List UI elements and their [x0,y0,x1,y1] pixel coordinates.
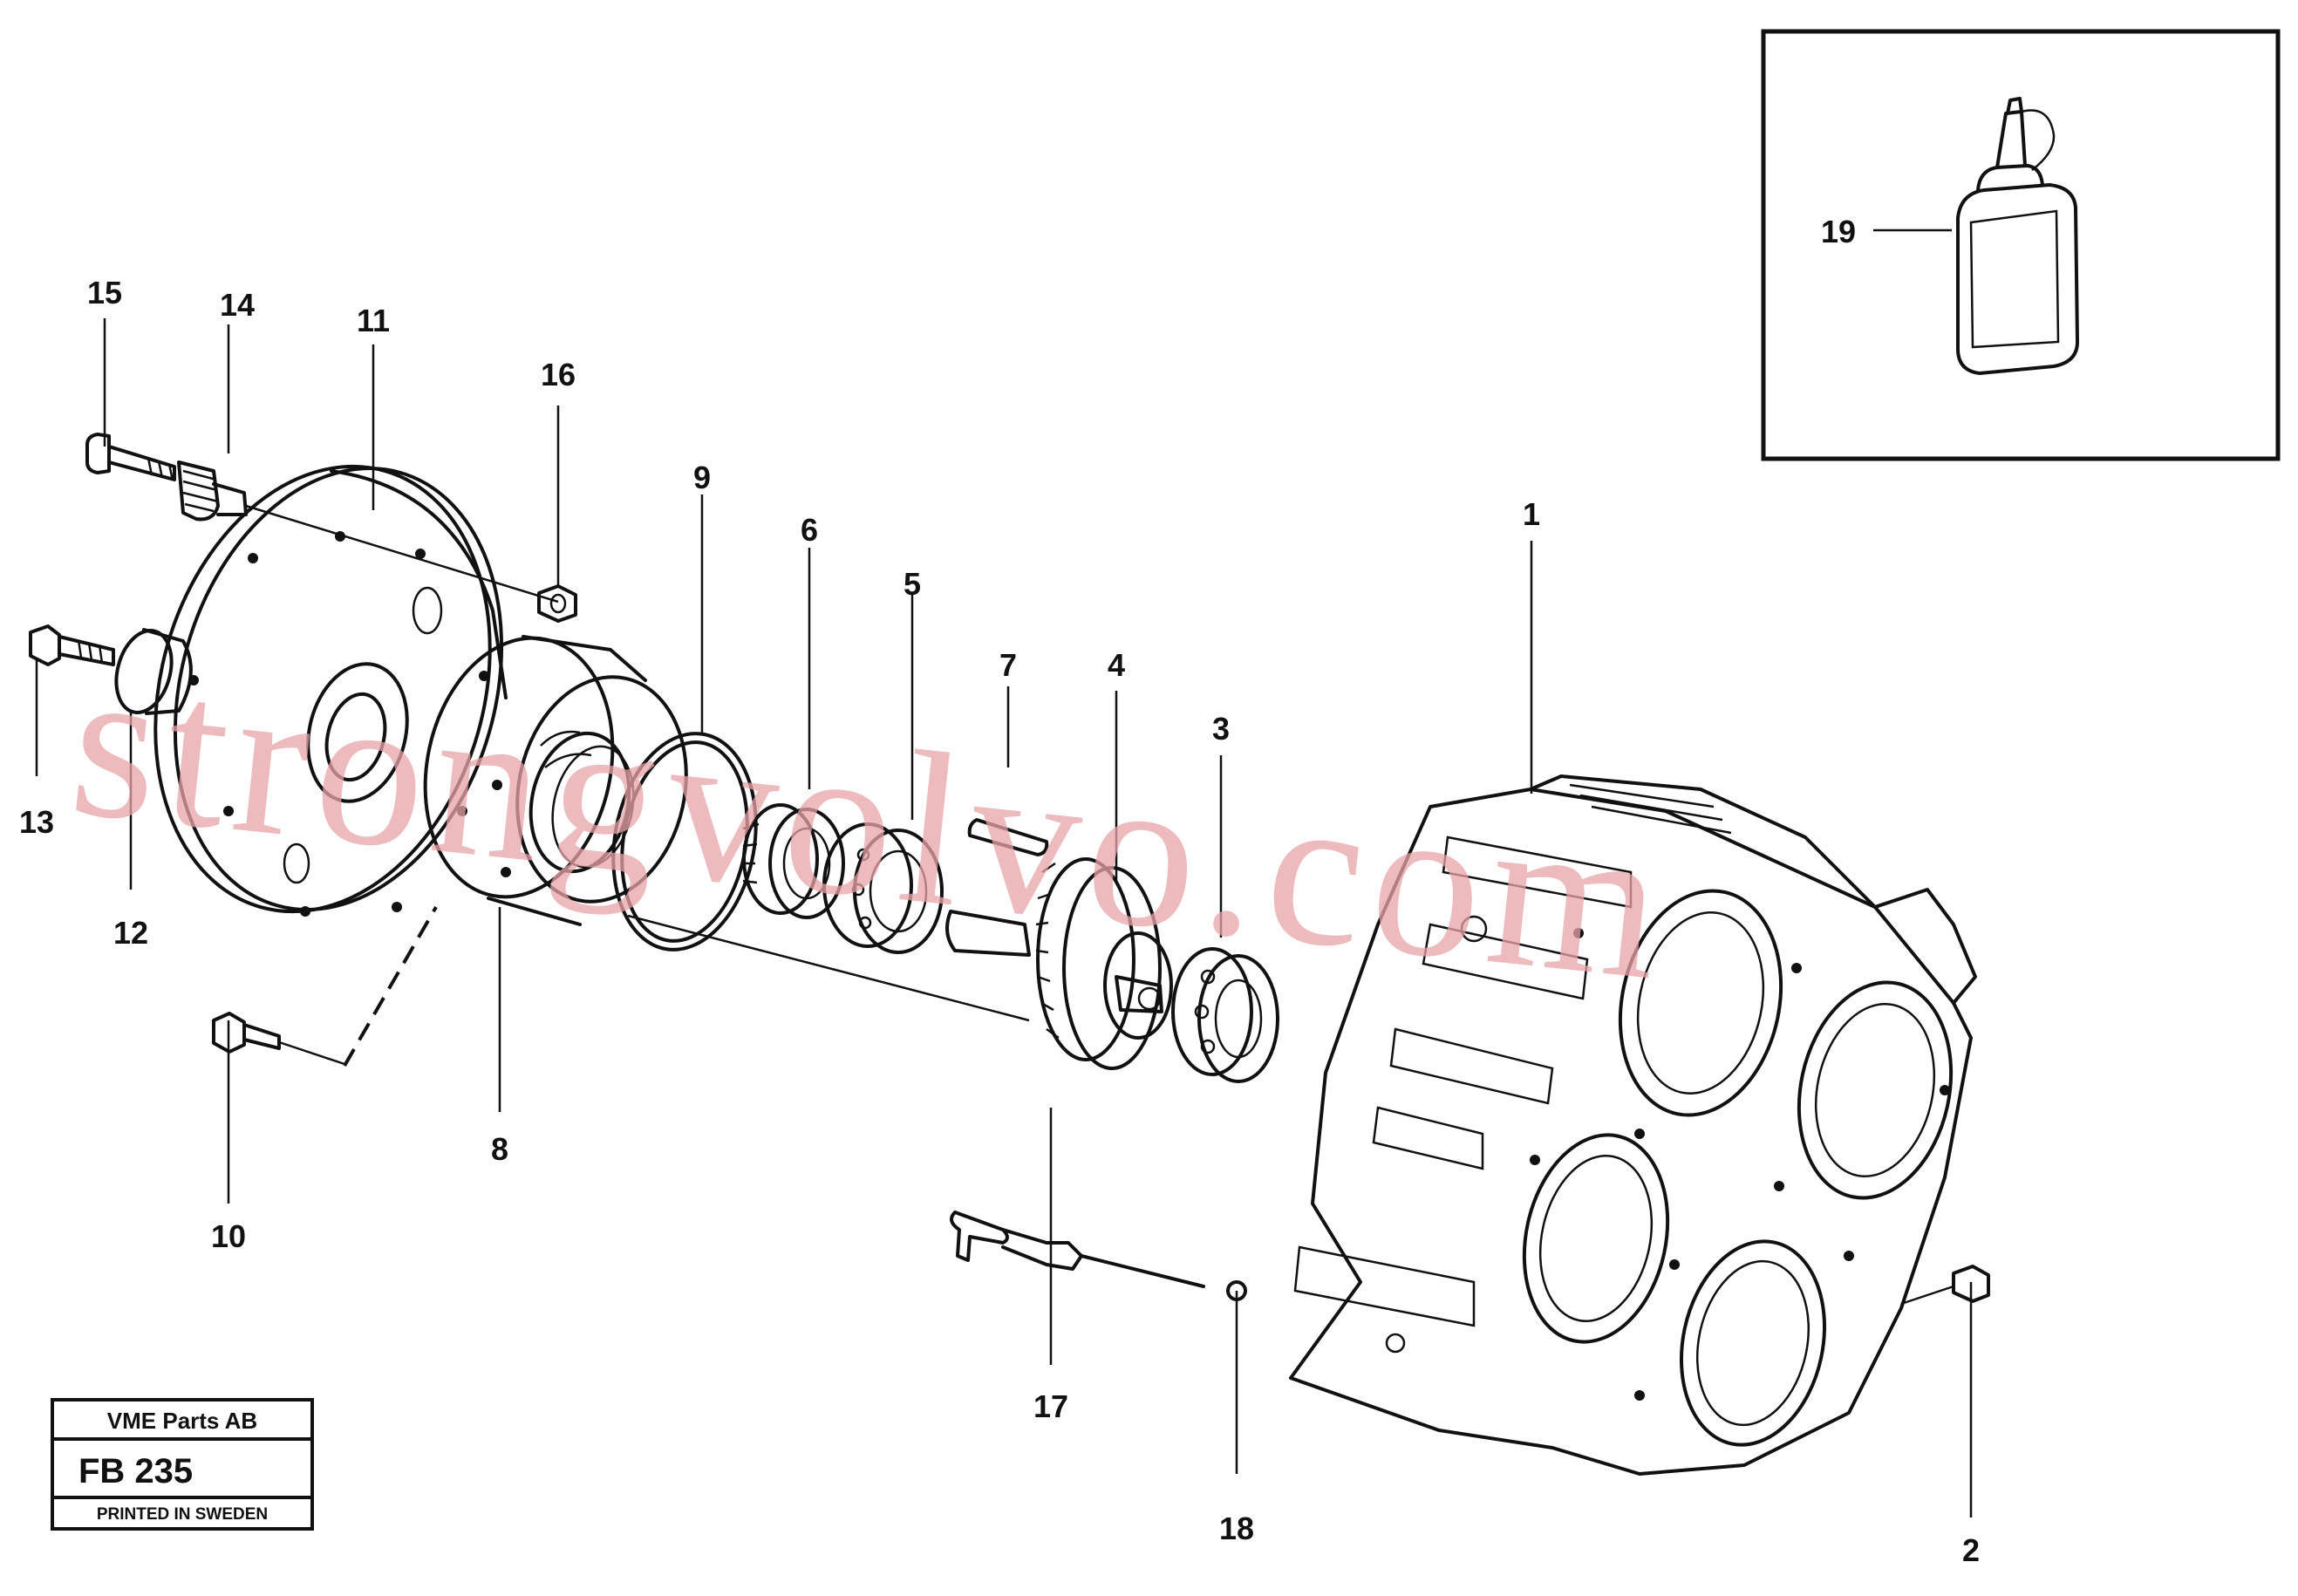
title-block-company: VME Parts AB [107,1408,257,1434]
callout-labels: 1 2 3 4 5 6 7 8 9 10 11 12 13 14 15 16 1… [19,214,1980,1568]
callout-12: 12 [113,915,148,951]
plug-part-2 [1900,1265,1990,1306]
callout-2: 2 [1962,1532,1980,1568]
dipstick-part-17 [950,1211,1205,1288]
callout-1: 1 [1523,496,1540,532]
callout-6: 6 [801,512,818,548]
callout-8: 8 [491,1131,508,1167]
inset-box [1761,29,2281,461]
callout-18: 18 [1219,1511,1254,1546]
callout-7: 7 [999,647,1017,683]
callout-3: 3 [1212,711,1230,747]
axis-line [627,914,1030,1022]
bolt-part-13 [29,624,115,666]
callout-16: 16 [541,357,576,392]
bolt-part-15 [85,433,176,481]
title-block-code: FB 235 [78,1452,193,1490]
callout-13: 13 [19,804,54,840]
callout-17: 17 [1033,1388,1068,1424]
gear-shaft-part-4 [945,857,1173,1070]
callout-10: 10 [211,1218,246,1254]
key-part-7 [967,818,1049,856]
oil-bottle-part-19 [1956,97,2079,375]
callout-15: 15 [87,275,122,310]
callout-4: 4 [1108,647,1125,683]
callout-9: 9 [693,460,711,495]
title-block: VME Parts AB FB 235 PRINTED IN SWEDEN [51,1398,314,1531]
assembly-dash-line [343,906,438,1067]
leader-lines [35,228,1973,1518]
bearing-housing-part-8 [423,635,688,926]
nut-part-16 [537,584,577,623]
bearing-part-5 [822,822,944,954]
callout-14: 14 [220,287,255,323]
bolt-part-10 [212,1012,345,1066]
bearing-part-6 [742,803,845,919]
bearing-part-3 [1171,947,1279,1083]
watermark-text: strongvolvo.com [62,619,1681,1027]
housing-part-1 [1289,774,1977,1476]
title-block-footer: PRINTED IN SWEDEN [97,1505,268,1524]
callout-11: 11 [357,303,390,338]
spacer-part-12 [114,628,193,715]
callout-19: 19 [1821,214,1856,249]
adapter-part-14 [177,460,248,522]
callout-5: 5 [904,566,921,602]
o-ring-part-18 [1226,1280,1247,1301]
